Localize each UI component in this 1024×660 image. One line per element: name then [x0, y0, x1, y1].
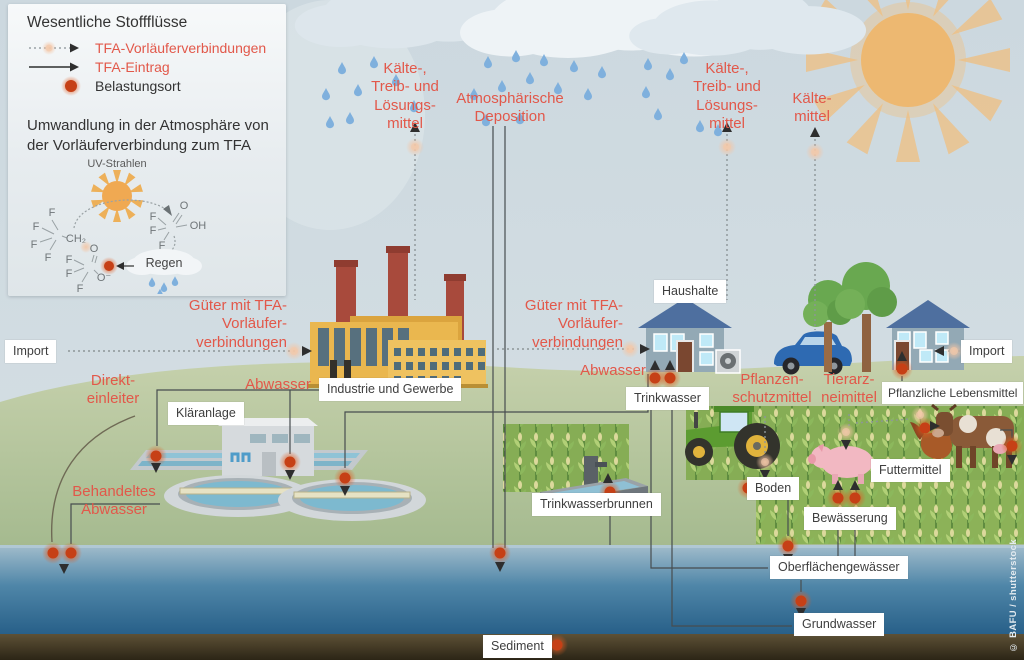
precursor-molecule: F F F F CH₂ [31, 207, 92, 264]
svg-text:F: F [49, 207, 56, 219]
svg-text:F: F [45, 252, 52, 264]
legend-item-belastungsort: Belastungsort [27, 76, 181, 96]
svg-text:F: F [31, 239, 38, 251]
cow-illustration [931, 403, 1014, 468]
label-grundwasser: Grundwasser [794, 613, 885, 636]
legend-panel: Wesentliche Stoffflüsse TFA-Vorläuferver… [8, 4, 286, 296]
svg-text:F: F [66, 268, 73, 280]
credit-text: © BAFU / shutterstock [1008, 538, 1019, 652]
precursor-arrow-icon [29, 41, 79, 55]
factory-illustration [308, 246, 488, 388]
legend-item-eintrag: TFA-Eintrag [27, 59, 170, 75]
svg-text:F: F [150, 225, 157, 237]
tfa-anion-molecule: O F F F O⁻ [66, 243, 118, 294]
flow-lines [50, 126, 1013, 627]
label-direkteinleiter: Direkt- einleiter [86, 372, 140, 408]
legend-transformation-title: Umwandlung in der Atmosphäre von der Vor… [27, 117, 269, 154]
regen-label: Regen [146, 256, 183, 270]
label-futtermittel: Futtermittel [871, 459, 950, 482]
label-haushalte: Haushalte [654, 280, 727, 303]
label-klaeranlage: Kläranlage [168, 402, 244, 425]
label-sediment: Sediment [483, 635, 552, 658]
label-kaelte-treib-loesungsmittel-right: Kälte-, Treib- und Lösungs- mittel [693, 60, 761, 132]
label-pflanzenschutzmittel: Pflanzen- schutzmittel [732, 371, 812, 407]
label-trinkwasserbrunnen: Trinkwasserbrunnen [532, 493, 661, 516]
label-tierarzneimittel: Tierarz- neimittel [821, 371, 877, 407]
svg-text:F: F [66, 254, 73, 266]
svg-text:F: F [33, 221, 40, 233]
svg-text:O⁻: O⁻ [97, 272, 112, 284]
uv-strahlen-label: UV-Strahlen [87, 158, 146, 170]
entry-arrow-icon [29, 62, 79, 72]
label-kaeltemittel: Kälte- mittel [792, 90, 832, 126]
svg-text:F: F [150, 211, 157, 223]
label-bewaesserung: Bewässerung [804, 507, 896, 530]
pig-illustration [808, 444, 873, 484]
label-kaelte-treib-loesungsmittel-left: Kälte-, Treib- und Lösungs- mittel [371, 60, 439, 132]
label-industrie-und-gewerbe: Industrie und Gewerbe [319, 378, 462, 401]
tfa-acid-molecule: F F F O OH [150, 200, 207, 252]
legend-item-label: TFA-Vorläuferverbindungen [95, 40, 267, 56]
label-boden: Boden [747, 477, 800, 500]
house-haushalte-illustration [638, 298, 741, 374]
legend-title: Wesentliche Stoffflüsse [27, 14, 188, 31]
label-behandeltes-abwasser: Behandeltes Abwasser [72, 483, 156, 519]
label-abwasser-mid: Abwasser [580, 362, 646, 379]
label-import-left: Import [5, 340, 57, 363]
regen-cloud-icon: Regen [126, 249, 202, 294]
label-gueter-mit-tfa-mid: Güter mit TFA- Vorläufer- verbindungen [524, 297, 623, 351]
contamination-dot-icon [61, 76, 81, 96]
label-abwasser-left: Abwasser [245, 376, 311, 393]
label-import-right: Import [961, 340, 1013, 363]
label-oberflaechengewaesser: Oberflächengewässer [770, 556, 908, 579]
legend-item-vorlaeufer: TFA-Vorläuferverbindungen [27, 40, 266, 56]
svg-text:O: O [180, 200, 189, 212]
svg-text:CH₂: CH₂ [66, 233, 86, 245]
uv-sun-icon [91, 170, 143, 222]
treatment-plant-illustration [130, 418, 426, 521]
legend-item-label: Belastungsort [95, 78, 181, 94]
label-trinkwasser: Trinkwasser [626, 387, 709, 410]
tree-icon [803, 262, 897, 372]
svg-text:F: F [159, 240, 166, 252]
svg-text:OH: OH [190, 220, 207, 232]
label-gueter-mit-tfa-left: Güter mit TFA- Vorläufer- verbindungen [188, 297, 287, 351]
label-atmosphaerische-deposition: Atmosphärische Deposition [456, 90, 564, 126]
legend-item-label: TFA-Eintrag [95, 59, 170, 75]
svg-text:O: O [90, 243, 99, 255]
label-pflanzliche-lebensmittel: Pflanzliche Lebensmittel [882, 382, 1024, 404]
transformation-diagram: UV-Strahlen F F F F CH₂ F [31, 158, 207, 294]
svg-text:F: F [77, 283, 84, 294]
